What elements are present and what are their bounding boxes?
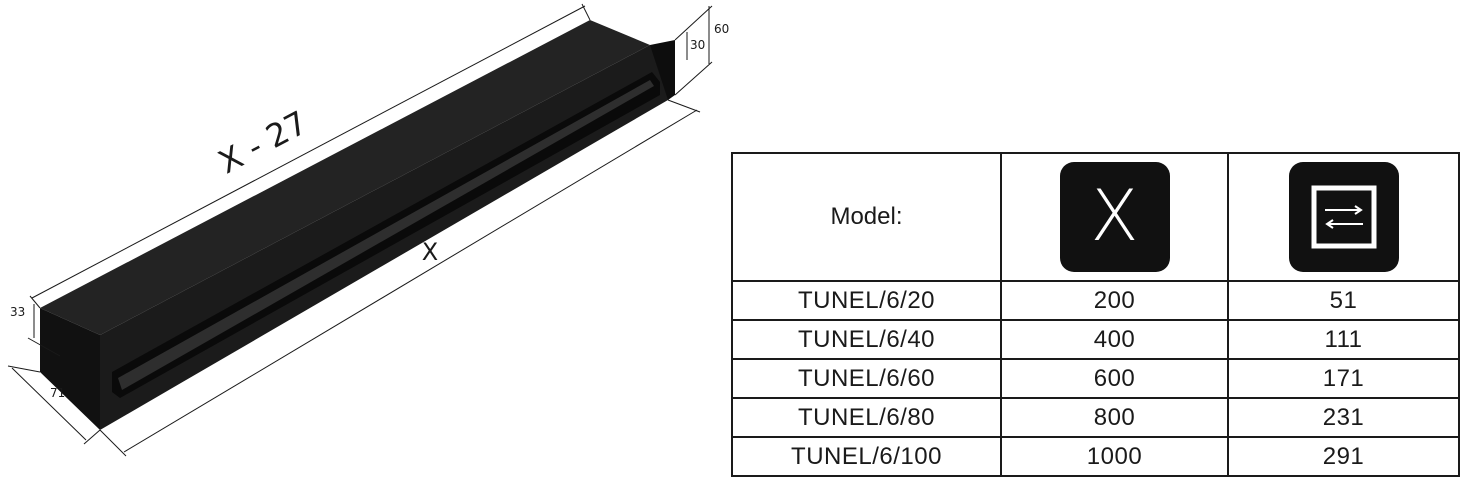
- dim-label-x-minus-27: X - 27: [212, 103, 313, 181]
- table-row: TUNEL/6/100 1000 291: [731, 436, 1460, 477]
- area-cell: 171: [1227, 358, 1460, 399]
- dim-label-x: X: [422, 238, 438, 266]
- vent-body: [40, 20, 675, 430]
- x-cell: 600: [1000, 358, 1229, 399]
- model-cell: TUNEL/6/60: [731, 358, 1002, 399]
- x-dimension-icon: X: [1059, 162, 1170, 272]
- table-row: TUNEL/6/80 800 231: [731, 397, 1460, 438]
- model-cell: TUNEL/6/80: [731, 397, 1002, 438]
- model-header-label: Model:: [830, 203, 903, 230]
- airflow-area-icon: [1288, 162, 1399, 272]
- area-header-cell: [1227, 152, 1460, 282]
- table-header-row: Model: X: [731, 152, 1460, 282]
- area-cell: 51: [1227, 280, 1460, 321]
- x-cell: 800: [1000, 397, 1229, 438]
- dim-label-60: 60: [714, 22, 729, 36]
- area-cell: 111: [1227, 319, 1460, 360]
- dimension-lines: [7, 3, 713, 457]
- model-cell: TUNEL/6/20: [731, 280, 1002, 321]
- area-cell: 231: [1227, 397, 1460, 438]
- model-spec-table: Model: X TUNEL/6/20 200 51 TUNEL/6/40: [731, 152, 1460, 477]
- x-cell: 1000: [1000, 436, 1229, 477]
- dim-label-71: 71: [50, 386, 65, 400]
- area-cell: 291: [1227, 436, 1460, 477]
- x-cell: 200: [1000, 280, 1229, 321]
- model-cell: TUNEL/6/40: [731, 319, 1002, 360]
- dim-label-33: 33: [10, 305, 25, 319]
- x-icon-letter: X: [1090, 175, 1139, 257]
- dim-label-30: 30: [690, 38, 705, 52]
- x-header-cell: X: [1000, 152, 1229, 282]
- x-cell: 400: [1000, 319, 1229, 360]
- model-cell: TUNEL/6/100: [731, 436, 1002, 477]
- product-technical-drawing: X - 27 X 60 30 33 71: [7, 3, 729, 457]
- table-row: TUNEL/6/40 400 111: [731, 319, 1460, 360]
- table-row: TUNEL/6/20 200 51: [731, 280, 1460, 321]
- table-row: TUNEL/6/60 600 171: [731, 358, 1460, 399]
- model-header-cell: Model:: [731, 152, 1002, 282]
